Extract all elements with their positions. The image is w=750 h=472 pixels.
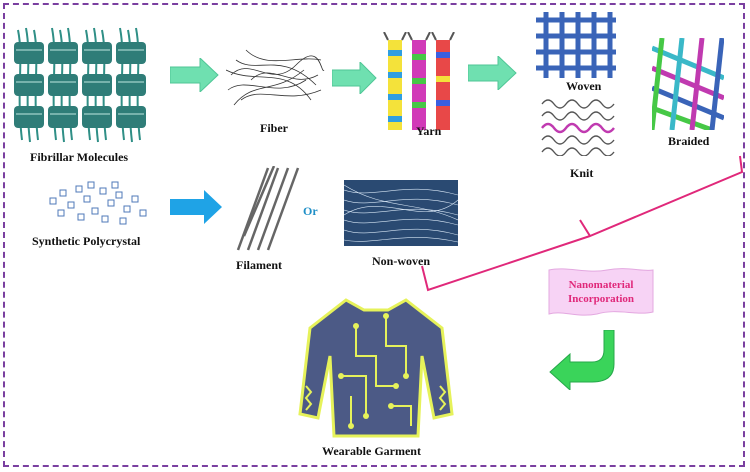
arrow-right-icon [170, 190, 222, 224]
nanomaterial-line2: Incorporation [568, 293, 634, 305]
arrow-right-icon [468, 56, 517, 90]
woven-label: Woven [566, 79, 602, 93]
arrow-right-icon [170, 58, 219, 92]
yarn-label: Yarn [416, 124, 442, 138]
fiber-illustration [226, 49, 325, 106]
braided-label: Braided [668, 134, 710, 148]
filament-label: Filament [236, 258, 282, 272]
synthetic-polycrystal-illustration [49, 181, 147, 225]
nanomaterial-line1: Nanomaterial [568, 279, 634, 291]
fiber-label: Fiber [260, 121, 288, 135]
nonwoven-label: Non-woven [372, 254, 431, 268]
synthetic-polycrystal-label: Synthetic Polycrystal [32, 234, 141, 248]
wearable-garment-label: Wearable Garment [322, 444, 421, 458]
nonwoven-illustration [344, 180, 458, 246]
filament-illustration [236, 166, 300, 251]
dashed-frame [3, 3, 745, 467]
braided-illustration [652, 38, 724, 130]
curved-arrow-icon [549, 330, 615, 390]
arrow-right-icon [332, 62, 377, 94]
knit-illustration [541, 99, 615, 156]
fibrillar-molecules-label: Fibrillar Molecules [30, 150, 129, 164]
knit-label: Knit [570, 166, 594, 180]
nanomaterial-incorporation-box: Nanomaterial Incorporation [547, 266, 655, 318]
or-label: Or [303, 204, 318, 218]
wearable-garment-illustration [298, 298, 454, 438]
fibrillar-molecules-illustration [14, 27, 146, 143]
yarn-illustration [383, 32, 455, 130]
woven-illustration [536, 12, 616, 78]
bracket-connector [421, 155, 744, 292]
